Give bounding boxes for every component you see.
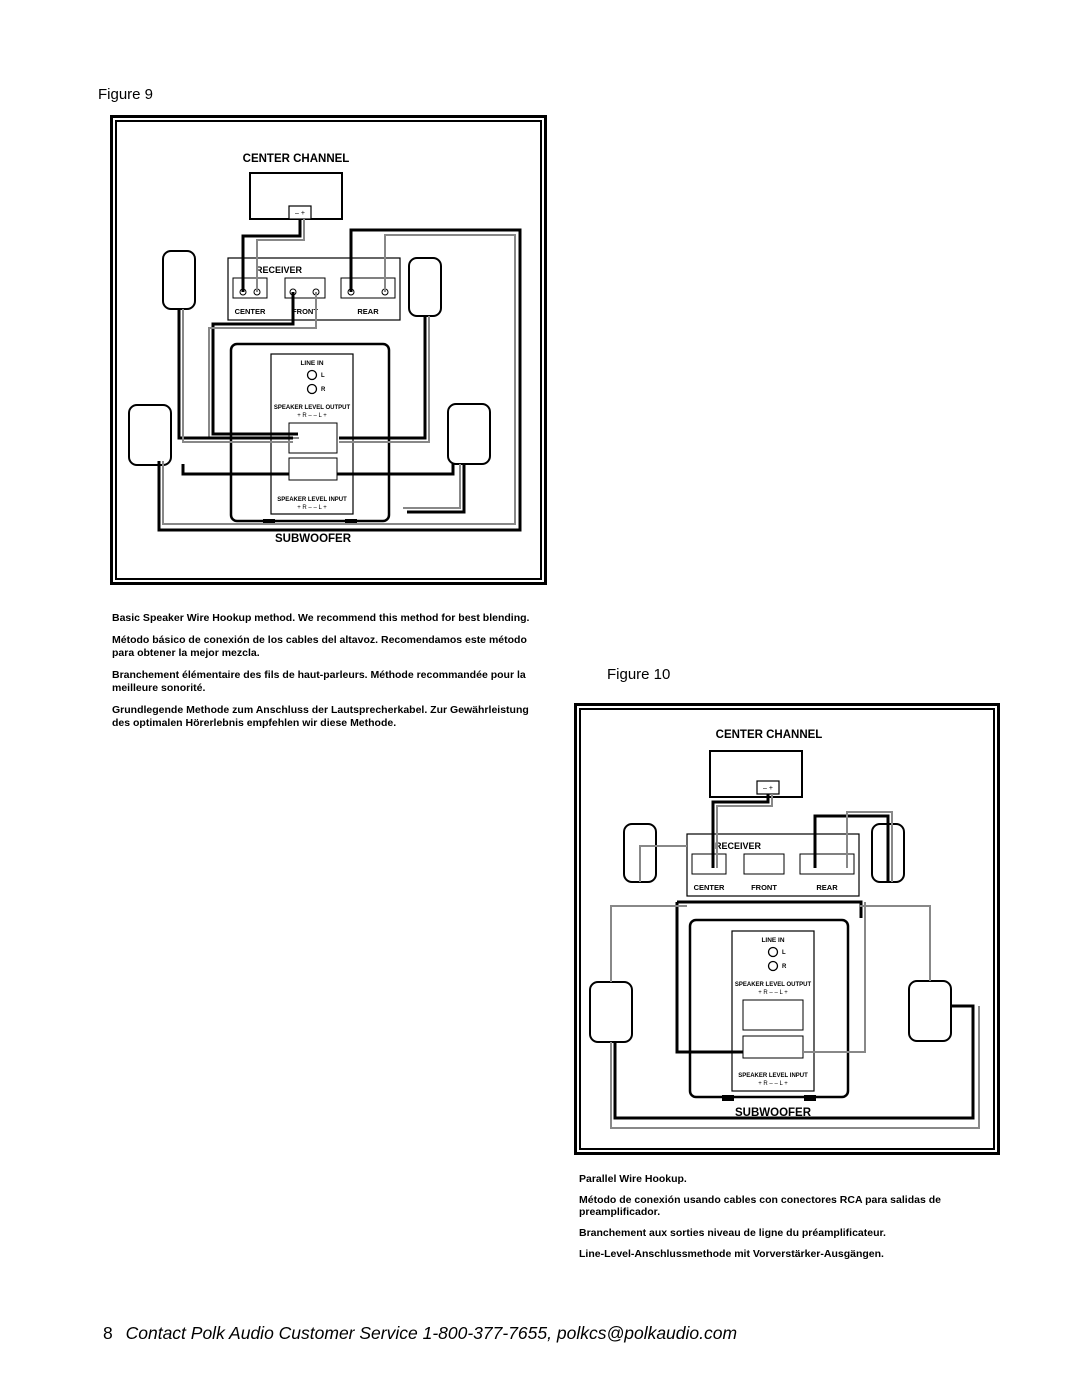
figure-10-diagram: CENTER CHANNEL – + RECEIVER CENTER FRONT…	[574, 703, 1000, 1155]
receiver-front-label: FRONT	[292, 307, 318, 316]
wiring-diagram-10: CENTER CHANNEL – + RECEIVER CENTER FRONT…	[579, 708, 995, 1150]
svg-text:LINE IN: LINE IN	[761, 937, 784, 944]
caption-de: Line-Level-Anschlussmethode mit Vorverst…	[579, 1248, 884, 1260]
svg-text:L: L	[782, 950, 786, 956]
svg-text:+ R – – L +: + R – – L +	[297, 505, 327, 511]
caption-fr: Branchement élémentaire des fils de haut…	[112, 669, 526, 694]
svg-text:REAR: REAR	[816, 883, 838, 892]
figure-10-title: Figure 10	[607, 666, 671, 683]
svg-text:SPEAKER LEVEL OUTPUT: SPEAKER LEVEL OUTPUT	[735, 982, 812, 988]
diagram-frame	[115, 120, 542, 580]
svg-text:R: R	[782, 964, 787, 970]
speaker-level-output-label: SPEAKER LEVEL OUTPUT	[274, 405, 351, 411]
speaker-input-terminals	[288, 457, 338, 481]
svg-text:SPEAKER LEVEL INPUT: SPEAKER LEVEL INPUT	[738, 1073, 808, 1079]
line-in-label: LINE IN	[300, 360, 323, 367]
svg-text:SUBWOOFER: SUBWOOFER	[735, 1107, 812, 1119]
rear-left-speaker	[128, 404, 172, 466]
speaker-level-input-label: SPEAKER LEVEL INPUT	[277, 497, 347, 503]
svg-text:R: R	[321, 387, 326, 393]
svg-text:– +: – +	[295, 210, 305, 217]
figure-10-captions: Parallel Wire Hookup. Método de conexión…	[579, 1173, 1019, 1269]
rear-right-speaker	[447, 403, 491, 465]
front-right-speaker	[408, 257, 442, 317]
figure-9-title: Figure 9	[98, 86, 154, 103]
svg-text:FRONT: FRONT	[751, 883, 777, 892]
center-channel-label: CENTER CHANNEL	[716, 729, 823, 741]
receiver-label: RECEIVER	[715, 841, 762, 851]
svg-text:+ R – – L +: + R – – L +	[758, 990, 788, 996]
receiver-rear-label: REAR	[357, 307, 379, 316]
receiver-label: RECEIVER	[256, 265, 303, 275]
center-channel-label: CENTER CHANNEL	[243, 153, 350, 165]
wiring-diagram-9: CENTER CHANNEL – + RECEIVER CENTER FRONT…	[115, 120, 542, 580]
page-footer: 8 Contact Polk Audio Customer Service 1-…	[103, 1323, 737, 1344]
caption-es: Método básico de conexión de los cables …	[112, 634, 527, 659]
caption-es: Método de conexión usando cables con con…	[579, 1194, 941, 1218]
front-left-speaker	[162, 250, 196, 310]
caption-en: Parallel Wire Hookup.	[579, 1173, 687, 1185]
svg-text:CENTER: CENTER	[694, 883, 725, 892]
svg-text:+ R – – L +: + R – – L +	[297, 413, 327, 419]
figure-9-diagram: CENTER CHANNEL – + RECEIVER CENTER FRONT…	[110, 115, 547, 585]
subwoofer-label: SUBWOOFER	[275, 533, 352, 545]
figure-9-captions: Basic Speaker Wire Hookup method. We rec…	[112, 612, 532, 739]
footer-contact-text: Contact Polk Audio Customer Service 1-80…	[125, 1323, 738, 1343]
svg-text:L: L	[321, 373, 325, 379]
caption-fr: Branchement aux sorties niveau de ligne …	[579, 1227, 886, 1239]
receiver-center-label: CENTER	[235, 307, 266, 316]
svg-text:+ R – – L +: + R – – L +	[758, 1081, 788, 1087]
caption-en: Basic Speaker Wire Hookup method. We rec…	[112, 612, 530, 624]
page-number: 8	[103, 1323, 113, 1343]
svg-text:– +: – +	[763, 785, 773, 792]
caption-de: Grundlegende Methode zum Anschluss der L…	[112, 704, 529, 729]
